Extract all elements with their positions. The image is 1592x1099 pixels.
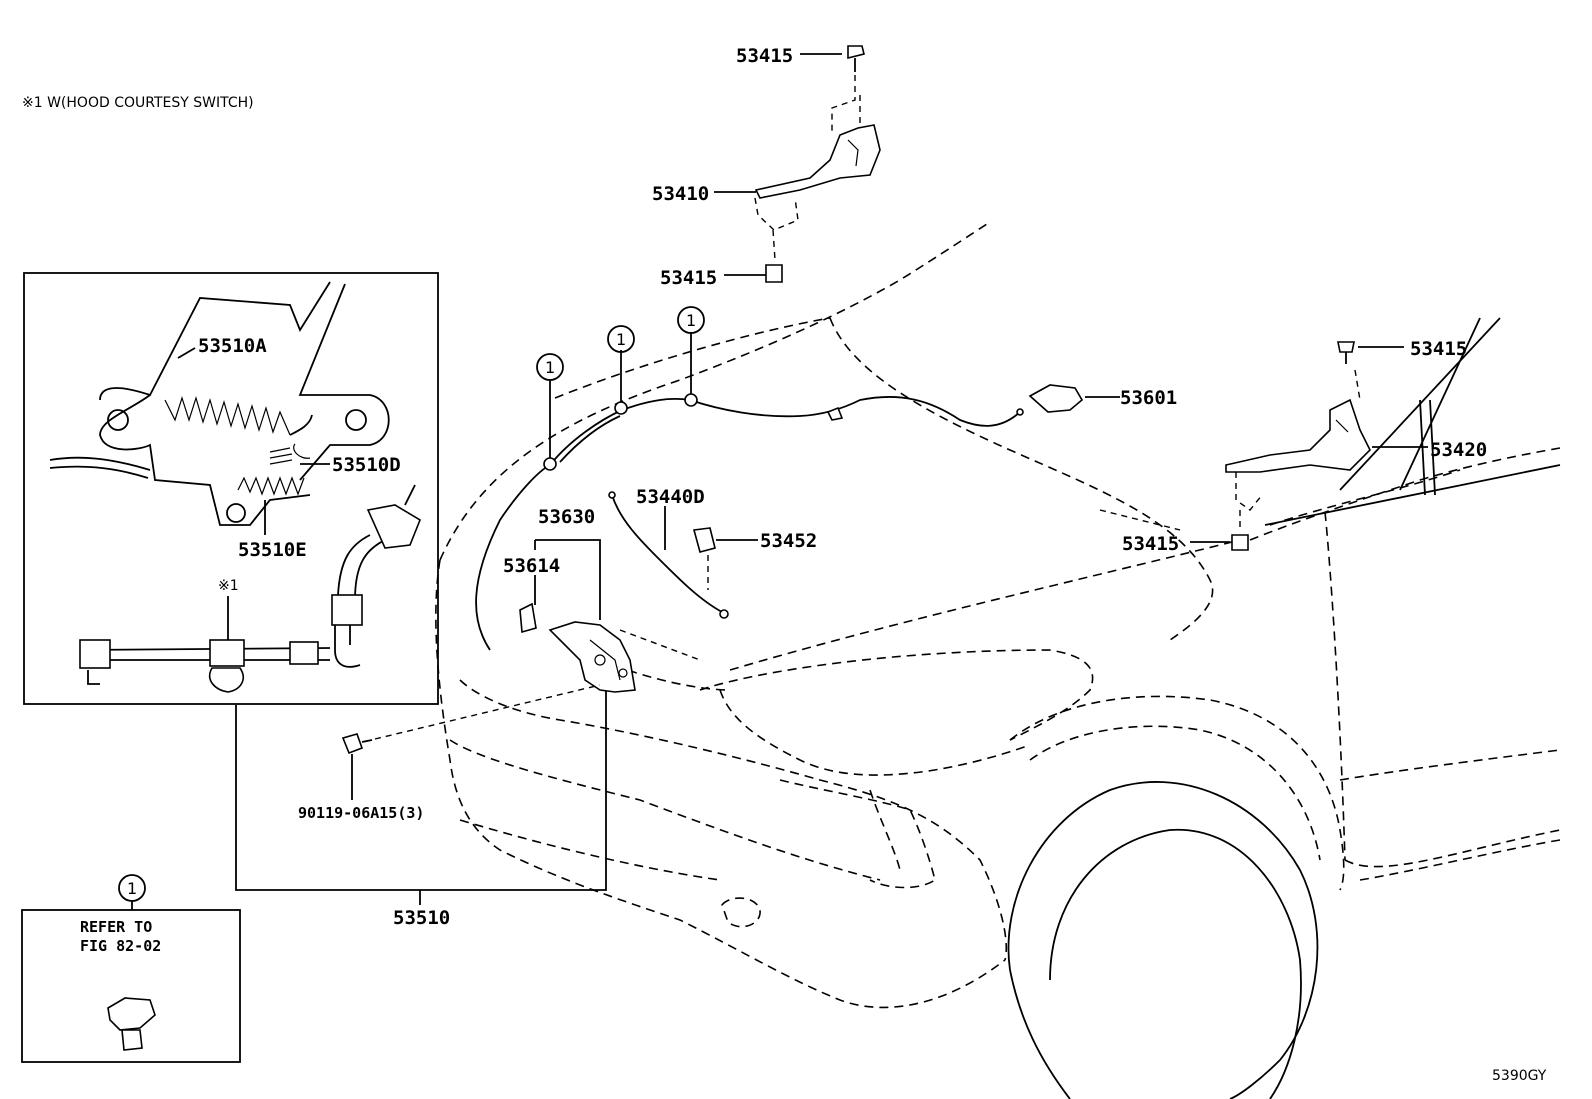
- label-53415-top: 53415: [736, 45, 793, 67]
- label-53420: 53420: [1430, 439, 1487, 461]
- lock-assy-leader: [235, 690, 607, 905]
- label-53452: 53452: [760, 530, 817, 552]
- label-53440d: 53440D: [636, 486, 705, 508]
- refer-box: [21, 874, 241, 1063]
- refer-line-1: REFER TO: [80, 918, 152, 936]
- latch-detail-inset: [23, 272, 439, 705]
- refer-line-2: FIG 82-02: [80, 937, 161, 955]
- circle-ref-3-num: 1: [686, 311, 696, 330]
- label-53614: 53614: [503, 555, 560, 577]
- label-53415-right-lower: 53415: [1122, 533, 1179, 555]
- cable-53440d-group: [608, 491, 758, 619]
- switch-mark: ※1: [218, 578, 239, 594]
- note-text: ※1 W(HOOD COURTESY SWITCH): [22, 95, 254, 111]
- label-53510: 53510: [393, 907, 450, 929]
- release-cable: [475, 306, 1120, 651]
- front-wheel: [1007, 781, 1319, 1099]
- circle-ref-2-num: 1: [616, 330, 626, 349]
- hinge-left-group: [714, 45, 881, 283]
- label-90119: 90119-06A15(3): [298, 804, 424, 822]
- circle-ref-1-num: 1: [545, 358, 555, 377]
- label-53410: 53410: [652, 183, 709, 205]
- lock-group: [519, 539, 701, 693]
- label-53601: 53601: [1120, 387, 1177, 409]
- label-53415-hinge-lower: 53415: [660, 267, 717, 289]
- label-53510d: 53510D: [332, 454, 401, 476]
- bolt-90119-group: [341, 684, 601, 800]
- car-body-outline: [435, 221, 1561, 1009]
- diagram-code: 5390GY: [1492, 1068, 1547, 1084]
- hinge-right-group: [1099, 341, 1428, 551]
- label-53510a: 53510A: [198, 335, 267, 357]
- label-53510e: 53510E: [238, 539, 307, 561]
- refer-circle-num: 1: [127, 879, 137, 898]
- label-53415-right-top: 53415: [1410, 338, 1467, 360]
- label-53630: 53630: [538, 506, 595, 528]
